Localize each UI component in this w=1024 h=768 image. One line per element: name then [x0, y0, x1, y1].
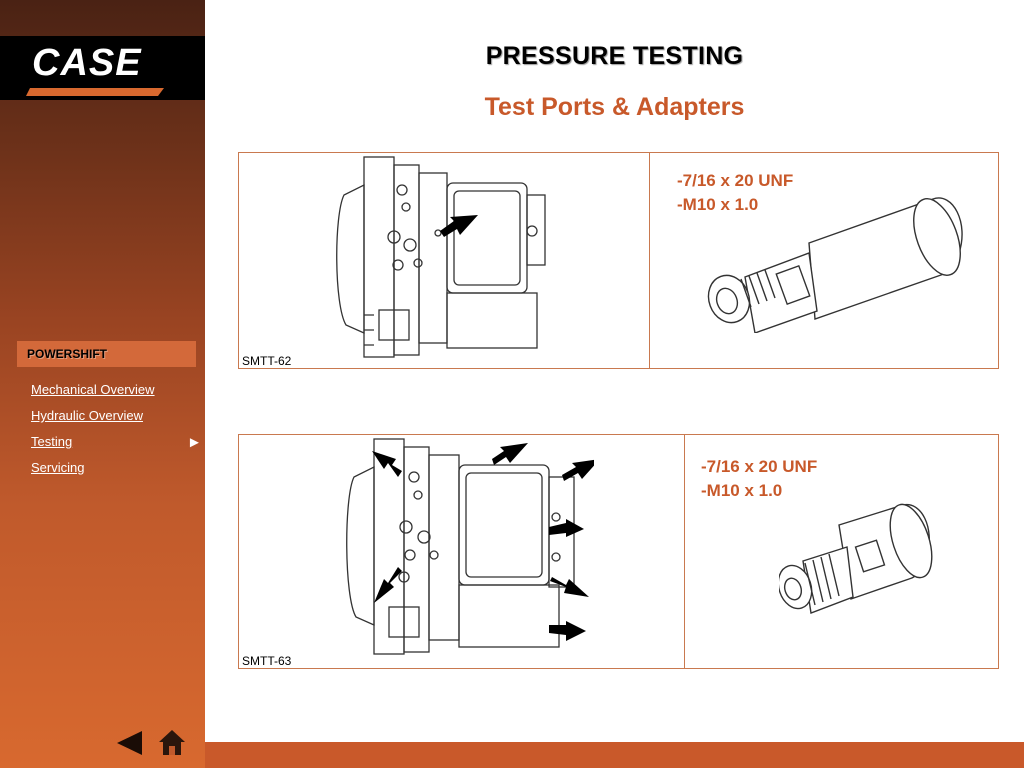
previous-page-icon[interactable] [116, 730, 144, 756]
adapter-drawing-1 [707, 197, 963, 333]
transmission-drawing-1 [336, 156, 546, 358]
page-title: PRESSURE TESTING [485, 42, 744, 70]
figure-panel-2: SMTT-63 -7/16 x 20 UNF -M10 x 1.0 [238, 434, 999, 669]
adapter-spec: -7/16 x 20 UNF -M10 x 1.0 [677, 169, 793, 217]
sidebar: CASE POWERSHIFT Mechanical Overview Hydr… [0, 0, 205, 768]
adapter-drawing-2 [779, 503, 933, 614]
spec-thread-unf: -7/16 x 20 UNF [701, 457, 818, 476]
figure-caption: SMTT-63 [242, 654, 292, 668]
transmission-drawing-2 [346, 438, 594, 655]
nav-hydraulic-overview[interactable]: Hydraulic Overview [31, 408, 143, 423]
spec-thread-metric: -M10 x 1.0 [701, 481, 783, 500]
figure-divider [684, 435, 685, 668]
figure-panel-1: SMTT-62 -7/16 x 20 UNF -M10 x 1.0 [238, 152, 999, 369]
bottom-bar [205, 742, 1024, 768]
nav-servicing[interactable]: Servicing [31, 460, 85, 475]
home-icon[interactable] [158, 728, 186, 756]
figure-caption: SMTT-62 [242, 354, 292, 368]
page-subtitle: Test Ports & Adapters [484, 93, 745, 121]
case-logo [26, 88, 164, 96]
nav-mechanical-overview[interactable]: Mechanical Overview [31, 382, 155, 397]
figure-divider [649, 153, 650, 368]
nav-testing[interactable]: Testing [31, 434, 73, 449]
current-page-marker-icon: ► [187, 434, 202, 451]
logo-text: CASE [32, 42, 142, 84]
adapter-spec: -7/16 x 20 UNF -M10 x 1.0 [701, 455, 817, 503]
spec-thread-unf: -7/16 x 20 UNF [677, 171, 794, 190]
spec-thread-metric: -M10 x 1.0 [677, 195, 759, 214]
section-badge: POWERSHIFT [17, 341, 196, 367]
logo-band: CASE [0, 36, 205, 100]
